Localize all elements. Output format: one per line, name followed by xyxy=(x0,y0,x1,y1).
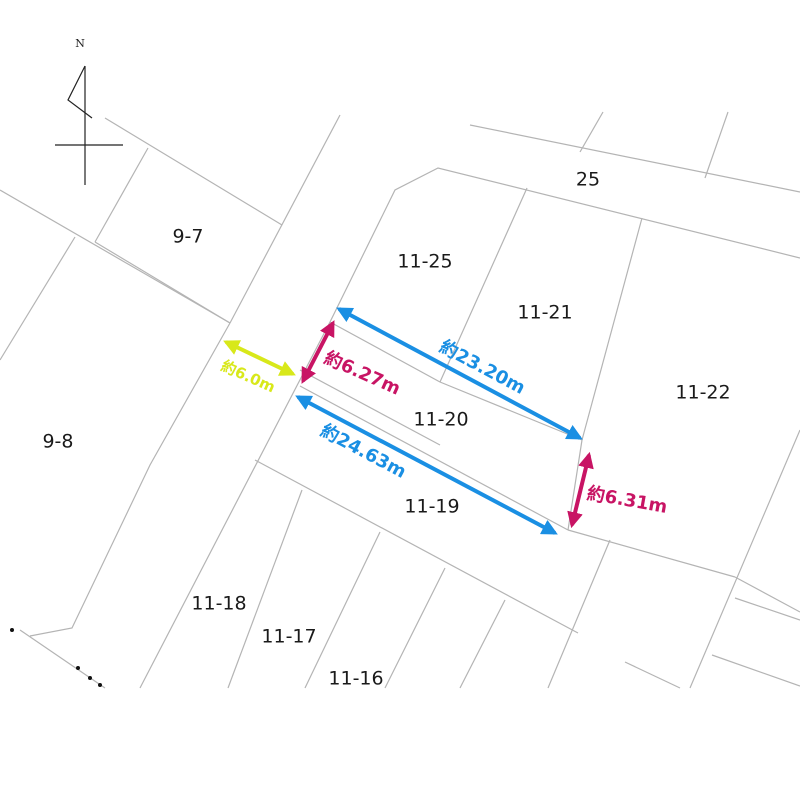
parcel-labels: 9-7 9-8 25 11-25 11-21 11-22 11-20 11-19… xyxy=(42,169,730,690)
parcel-label-11-19: 11-19 xyxy=(404,496,459,518)
parcel-label-11-25: 11-25 xyxy=(397,251,452,273)
left-width-label: 約6.27m xyxy=(321,347,404,400)
north-label: N xyxy=(75,37,85,50)
parcel-label-11-17: 11-17 xyxy=(261,626,316,648)
bottom-length-arrow xyxy=(295,395,558,535)
road-width-arrow xyxy=(223,340,296,376)
parcel-label-11-18: 11-18 xyxy=(191,593,246,615)
parcel-label-9-8: 9-8 xyxy=(42,431,73,453)
parcel-label-11-21: 11-21 xyxy=(517,302,572,324)
right-width-label: 約6.31m xyxy=(585,482,669,518)
parcel-label-9-7: 9-7 xyxy=(172,226,203,248)
parcel-label-25: 25 xyxy=(576,169,600,191)
right-width-arrow xyxy=(567,451,594,529)
survey-dots xyxy=(10,628,102,687)
parcel-label-11-22: 11-22 xyxy=(675,382,730,404)
parcel-label-11-16: 11-16 xyxy=(328,668,383,690)
left-width-arrow xyxy=(301,320,335,384)
parcel-label-11-20: 11-20 xyxy=(413,409,468,431)
dimension-arrows xyxy=(223,307,594,535)
north-arrow: N xyxy=(55,37,123,185)
